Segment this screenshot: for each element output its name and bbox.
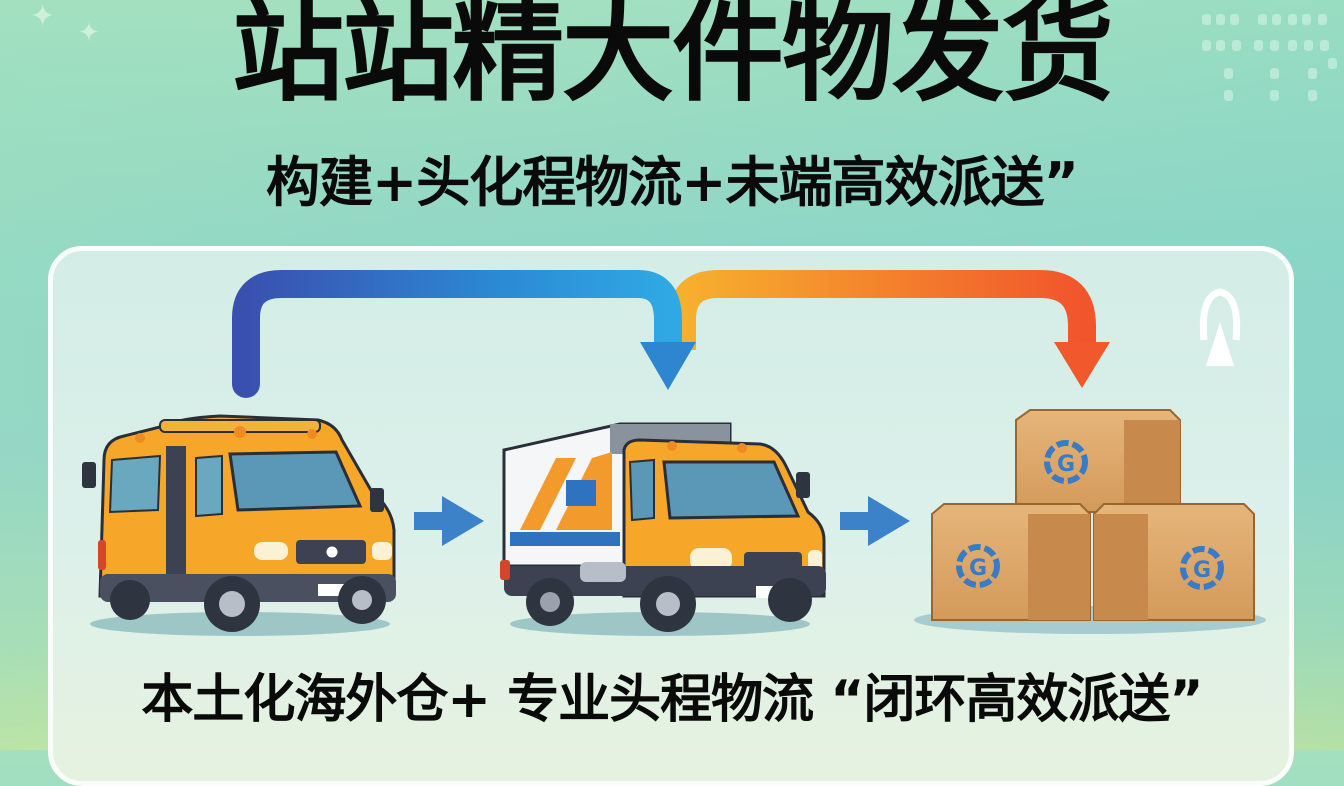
- box-truck-icon: [500, 422, 826, 636]
- orange-flow-arrow: [668, 270, 1110, 388]
- page-subtitle: 构建+头化程物流+未端高效派送”: [266, 151, 1079, 214]
- decorative-dots: [1198, 10, 1344, 110]
- arrow-right-icon: [414, 496, 484, 546]
- signal-tower-icon: [1199, 288, 1241, 366]
- arrow-right-icon: [840, 496, 910, 546]
- svg-text:G: G: [1193, 558, 1211, 583]
- blue-flow-arrow: [232, 270, 696, 398]
- flow-caption: 本土化海外仓+ 专业头程物流 “闭环高效派送”: [141, 670, 1203, 730]
- page-title: 站站精大件物发货: [232, 0, 1114, 117]
- svg-text:G: G: [1057, 452, 1075, 477]
- flow-diagram: G G G: [82, 270, 1266, 636]
- sparkle-icon: ✦: [78, 18, 100, 48]
- cardboard-boxes-icon: G G G: [914, 409, 1266, 634]
- svg-text:G: G: [969, 556, 987, 581]
- van-icon: [82, 414, 396, 636]
- sparkle-icon: ✦: [30, 0, 56, 34]
